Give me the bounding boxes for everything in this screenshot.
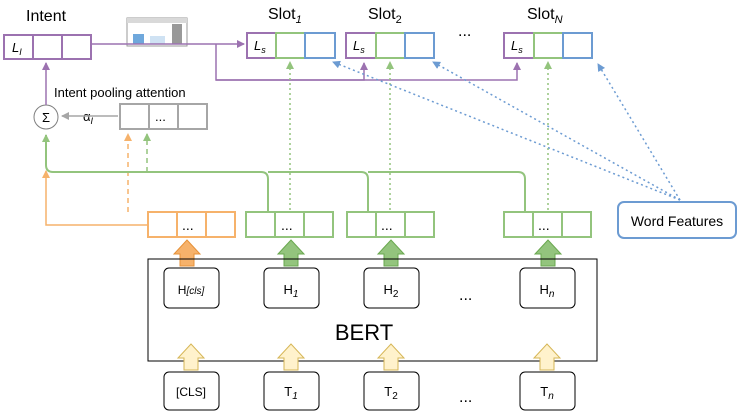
attention-dots: ...: [155, 109, 166, 124]
intent-output-box: LI: [3, 34, 92, 60]
cls-token-box: [CLS]: [163, 371, 220, 411]
tokenN-embedding: ...: [503, 211, 592, 238]
tn-input-arrow: [532, 343, 562, 371]
hn-up-arrow: [533, 239, 563, 267]
word-features-label: Word Features: [631, 213, 723, 229]
h2-box: H2: [363, 267, 420, 309]
features-to-slot1-arrow: [332, 60, 681, 201]
svg-text:...: ...: [281, 217, 293, 233]
svg-text:[CLS]: [CLS]: [176, 385, 206, 399]
slotN-title: SlotN: [527, 6, 563, 26]
bert-label: BERT: [335, 320, 393, 345]
svg-text:Ls: Ls: [254, 38, 266, 55]
intent-to-slotN-arrow: [215, 44, 521, 81]
word-features-box: Word Features: [617, 201, 737, 239]
t1-token-box: T1: [263, 371, 320, 411]
svg-text:H[cls]: H[cls]: [178, 283, 205, 297]
h-cls-box: H[cls]: [163, 267, 220, 309]
t2-token-box: T2: [363, 371, 420, 411]
cls-embedding: ...: [147, 211, 236, 238]
intent-title: Intent: [26, 8, 67, 25]
t2-input-arrow: [376, 343, 406, 371]
window-thumbnail-icon: [126, 17, 188, 47]
slot2-title: Slot2: [368, 6, 402, 26]
pooling-title: Intent pooling attention: [54, 85, 186, 100]
hn-box: Hn: [519, 267, 576, 309]
slot1-title: Slot1: [268, 6, 302, 26]
cls-up-arrow: [172, 239, 202, 267]
tokens-to-sum-arrow: [42, 134, 269, 212]
hidden-ellipsis: ...: [459, 287, 472, 304]
t1-input-arrow: [276, 343, 306, 371]
svg-text:H2: H2: [384, 282, 399, 300]
alpha-weight-label: αI: [83, 109, 94, 126]
slot2-output-box: Ls: [345, 32, 435, 59]
attention-weights-box: ...: [119, 103, 208, 130]
cls-input-arrow: [176, 343, 206, 371]
token2-merge-line: [268, 171, 369, 212]
h1-box: H1: [263, 267, 320, 309]
intent-cell-label: L: [12, 40, 19, 55]
svg-text:Hn: Hn: [540, 282, 555, 300]
svg-text:LI: LI: [12, 40, 22, 57]
h1-up-arrow: [276, 239, 306, 267]
features-to-slot2-arrow: [432, 61, 681, 201]
token1-embedding: ...: [245, 211, 334, 238]
svg-text:Ls: Ls: [511, 38, 523, 55]
svg-text:...: ...: [381, 217, 393, 233]
svg-text:Ls: Ls: [353, 38, 365, 55]
features-to-slotN-arrow: [597, 63, 681, 201]
intent-cell-sub: I: [19, 47, 22, 57]
token-ellipsis: ...: [459, 389, 472, 406]
svg-text:...: ...: [538, 217, 550, 233]
svg-text:T2: T2: [384, 384, 398, 402]
svg-text:Tn: Tn: [540, 384, 554, 402]
token2-embedding: ...: [346, 211, 435, 238]
svg-text:H1: H1: [284, 282, 299, 300]
sigma-symbol: Σ: [42, 110, 50, 125]
bert-block: [147, 258, 598, 362]
slotN-output-box: Ls: [503, 32, 593, 59]
tn-token-box: Tn: [519, 371, 576, 411]
tokenN-merge-line: [368, 171, 526, 212]
cls-to-sum-arrow: [42, 170, 147, 226]
svg-text:...: ...: [182, 217, 194, 233]
slot1-output-box: Ls: [246, 32, 336, 59]
slot-ellipsis: ...: [458, 23, 471, 40]
svg-text:T1: T1: [284, 384, 298, 402]
h2-up-arrow: [376, 239, 406, 267]
intent-to-slot2-arrow: [216, 62, 368, 81]
sum-node: Σ: [33, 104, 59, 130]
